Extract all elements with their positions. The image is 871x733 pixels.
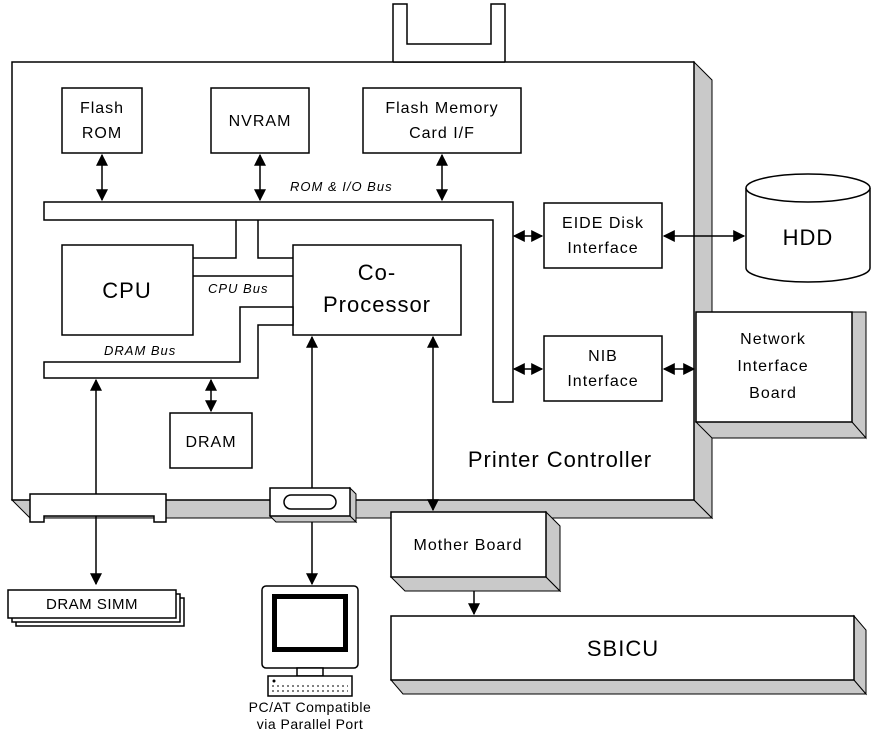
dram-bus-label: DRAM Bus: [104, 343, 176, 358]
flash-card-label-1: Flash Memory: [385, 100, 498, 117]
network-board-label-1: Network: [740, 331, 806, 348]
hdd-cylinder: HDD: [745, 173, 871, 283]
connectors: [90, 153, 746, 616]
rom-io-bus-label: ROM & I/O Bus: [290, 179, 393, 194]
sbicu-label: SBICU: [587, 636, 659, 661]
flash-card-label-2: Card I/F: [409, 125, 475, 142]
dram-bus: [43, 306, 294, 379]
coprocessor-label-1: Co-: [358, 260, 396, 285]
printer-controller-label: Printer Controller: [468, 447, 652, 472]
flash-card-slot: [392, 3, 506, 63]
nib-label-2: Interface: [567, 373, 638, 390]
cpu-box: CPU: [61, 244, 194, 336]
dram-simm-modules: DRAM SIMM: [7, 589, 185, 627]
cpu-label: CPU: [102, 278, 151, 303]
network-interface-board: Network Interface Board: [694, 311, 867, 440]
network-board-label-2: Interface: [737, 358, 808, 375]
mother-board-label: Mother Board: [414, 537, 523, 554]
dram-simm-slot: [29, 493, 167, 523]
mother-board: Mother Board: [389, 510, 562, 593]
pc-label-2: via Parallel Port: [257, 716, 364, 732]
coprocessor-label-2: Processor: [323, 292, 431, 317]
cpu-bus-label: CPU Bus: [208, 281, 268, 296]
dram-simm-label: DRAM SIMM: [46, 596, 138, 613]
nib-box: NIB Interface: [543, 335, 663, 402]
nvram-box: NVRAM: [210, 87, 310, 154]
sbicu: SBICU: [389, 614, 868, 696]
coprocessor-box: Co- Processor: [292, 244, 462, 336]
eide-label-2: Interface: [567, 240, 638, 257]
hdd-label: HDD: [783, 225, 834, 250]
pc-icon: [261, 585, 359, 697]
nib-label-1: NIB: [588, 348, 618, 365]
nvram-label: NVRAM: [229, 113, 292, 130]
flash-rom-label-1: Flash: [80, 100, 124, 117]
flash-rom-label-2: ROM: [82, 125, 122, 142]
cpu-bus: [193, 220, 293, 277]
flash-rom-box: Flash ROM: [61, 87, 143, 154]
flash-card-if-box: Flash Memory Card I/F: [362, 87, 522, 154]
dram-label: DRAM: [185, 434, 236, 451]
parallel-port-connector: [268, 486, 358, 524]
network-board-label-3: Board: [749, 385, 797, 402]
rom-io-bus: [43, 201, 514, 403]
pc-label-1: PC/AT Compatible: [249, 699, 372, 715]
eide-box: EIDE Disk Interface: [543, 202, 663, 269]
eide-label-1: EIDE Disk: [562, 215, 644, 232]
dram-box: DRAM: [169, 412, 253, 469]
